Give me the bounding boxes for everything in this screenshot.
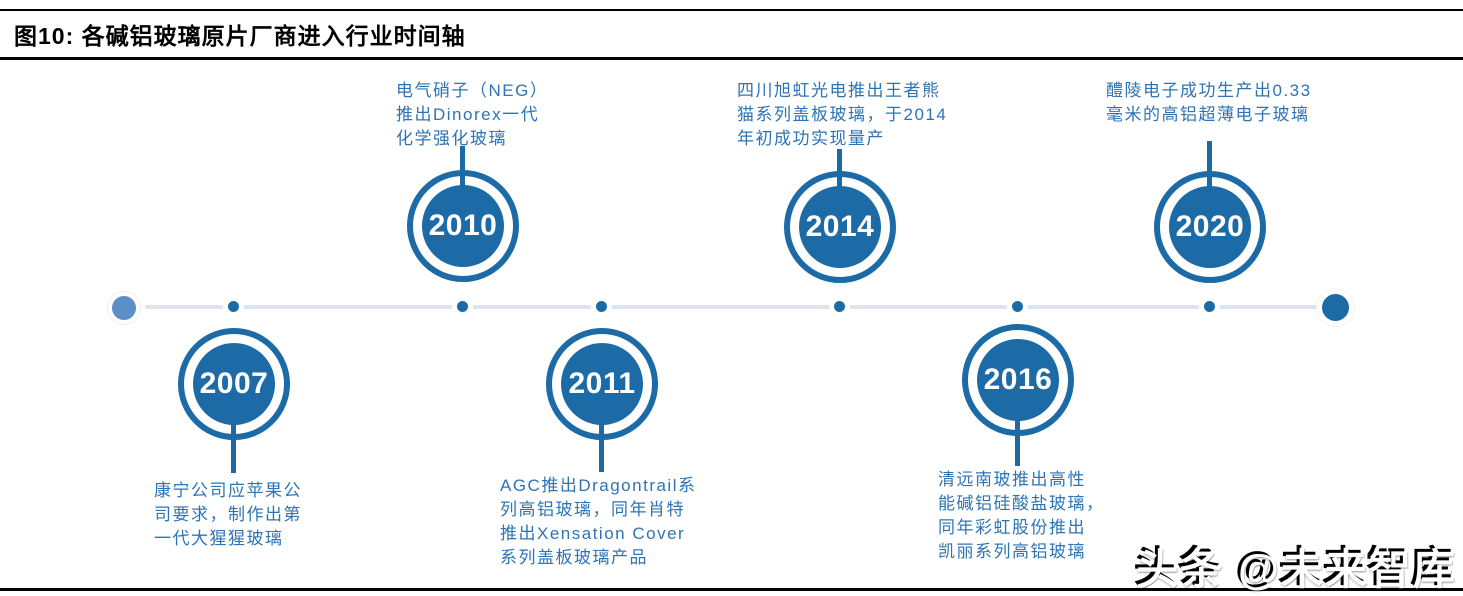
stem-2020 [1207,141,1212,194]
bottom-rule [0,588,1463,591]
note-line: 清远南玻推出高性 [938,470,1086,489]
top-rule [0,9,1463,11]
note-line: 一代大猩猩玻璃 [154,529,284,548]
watermark: 头条 @未来智库 [1136,546,1457,593]
event-note-2014: 四川旭虹光电推出王者熊 猫系列盖板玻璃，于2014 年初成功实现量产 [737,79,947,151]
event-note-2020: 醴陵电子成功生产出0.33 毫米的高铝超薄电子玻璃 [1106,79,1312,127]
note-line: 年初成功实现量产 [737,129,885,148]
event-note-2011: AGC推出Dragontrail系 列高铝玻璃，同年肖特 推出Xensation… [500,474,697,570]
note-line: 凯丽系列高铝玻璃 [938,542,1086,561]
header-rule [0,57,1463,60]
timeline-dot-2020 [1204,301,1215,312]
event-note-2016: 清远南玻推出高性 能碱铝硅酸盐玻璃， 同年彩虹股份推出 凯丽系列高铝玻璃 [938,468,1105,564]
timeline-dot-2007 [228,301,239,312]
timeline-axis [145,305,1318,309]
year-label-2016: 2016 [977,339,1059,421]
note-line: 电气硝子（NEG） [396,81,549,100]
timeline-dot-2011 [596,301,607,312]
timeline-dot-2014 [834,301,845,312]
note-line: 同年彩虹股份推出 [938,518,1086,537]
timeline-node-2016: 2016 [962,324,1074,436]
note-line: 列高铝玻璃，同年肖特 [500,500,685,519]
year-label-2020: 2020 [1169,186,1251,268]
stem-2011 [599,419,604,472]
note-line: 推出Xensation Cover [500,524,686,543]
figure-title: 图10: 各碱铝玻璃原片厂商进入行业时间轴 [14,23,466,49]
event-note-2010: 电气硝子（NEG） 推出Dinorex一代 化学强化玻璃 [396,79,548,151]
note-line: 系列盖板玻璃产品 [500,548,648,567]
year-label-2014: 2014 [799,186,881,268]
timeline-start-endpoint [112,296,136,320]
note-line: 司要求，制作出第 [154,505,302,524]
timeline-dot-2016 [1012,301,1023,312]
note-line: 醴陵电子成功生产出0.33 [1106,81,1312,100]
note-line: 猫系列盖板玻璃，于2014 [737,105,948,124]
stem-2007 [231,419,236,473]
event-note-2007: 康宁公司应苹果公 司要求，制作出第 一代大猩猩玻璃 [154,479,302,551]
timeline-node-2020: 2020 [1154,171,1266,283]
note-line: AGC推出Dragontrail系 [500,476,697,495]
note-line: 康宁公司应苹果公 [154,481,302,500]
year-label-2011: 2011 [561,343,643,425]
year-label-2007: 2007 [193,343,275,425]
note-line: 能碱铝硅酸盐玻璃， [938,494,1105,513]
note-line: 四川旭虹光电推出王者熊 [737,81,941,100]
note-line: 毫米的高铝超薄电子玻璃 [1106,105,1310,124]
year-label-2010: 2010 [422,185,504,267]
stem-2010 [460,146,465,192]
note-line: 化学强化玻璃 [396,129,507,148]
note-line: 推出Dinorex一代 [396,105,540,124]
timeline-end-endpoint [1322,294,1349,321]
stem-2014 [837,149,842,195]
stem-2016 [1015,415,1020,466]
timeline-dot-2010 [457,301,468,312]
